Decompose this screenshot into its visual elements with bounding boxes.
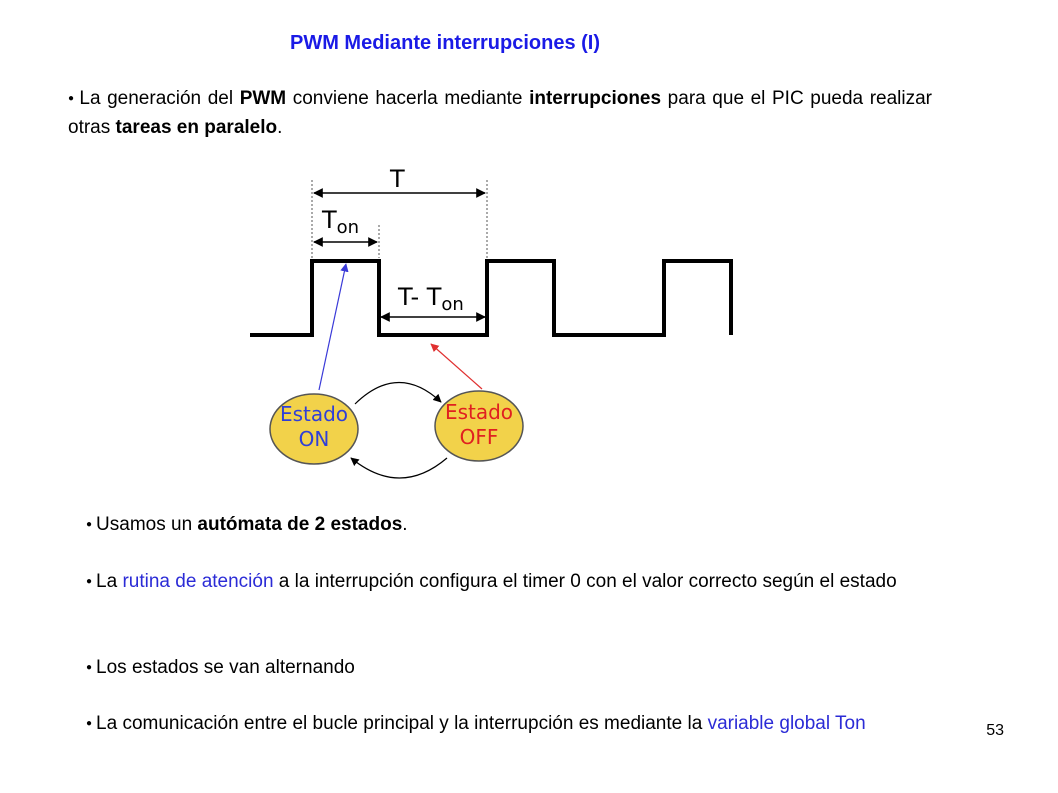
bullet-dot: ● xyxy=(86,519,93,530)
label-period: T xyxy=(389,165,405,193)
transition-off-to-on xyxy=(350,457,448,479)
state-on-label-line2: ON xyxy=(299,427,330,451)
intro-paragraph: ●La generación del PWM conviene hacerla … xyxy=(68,88,933,138)
pointer-on-to-high xyxy=(318,263,349,391)
state-off-label-line1: Estado xyxy=(445,400,513,424)
bullet-dot: ● xyxy=(68,93,76,104)
pointer-off-to-low xyxy=(430,343,483,390)
label-ton: Ton xyxy=(321,206,359,238)
state-off-circle xyxy=(434,390,524,462)
slide-title: PWM Mediante interrupciones (I) xyxy=(289,32,601,54)
label-toff: T- Ton xyxy=(397,283,464,315)
pwm-waveform xyxy=(250,259,733,337)
bullet-automata: ●Usamos un autómata de 2 estados. xyxy=(86,514,408,535)
bullet-dot: ● xyxy=(86,662,93,673)
state-on-label-line1: Estado xyxy=(280,402,348,426)
bullet-dot: ● xyxy=(86,576,93,587)
page-number: 53 xyxy=(986,722,1004,739)
bullet-estados: ●Los estados se van alternando xyxy=(86,657,355,678)
transition-on-to-off xyxy=(354,381,442,405)
state-on-circle xyxy=(269,393,359,465)
bullet-comunicacion: ●La comunicación entre el bucle principa… xyxy=(86,713,866,734)
bullet-dot: ● xyxy=(86,718,93,729)
bullet-rutina: ●La rutina de atención a la interrupción… xyxy=(86,571,897,592)
state-off-label-line2: OFF xyxy=(460,425,499,449)
